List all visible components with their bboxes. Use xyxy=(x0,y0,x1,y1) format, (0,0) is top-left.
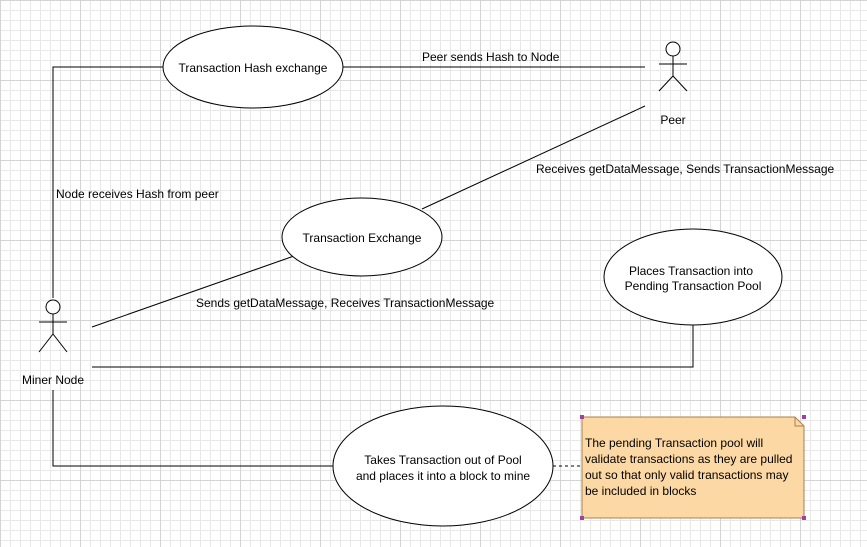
label-node-receives-hash: Node receives Hash from peer xyxy=(56,187,219,201)
selection-handles[interactable] xyxy=(580,415,806,520)
connector-miner-hash-exchange[interactable] xyxy=(52,66,164,298)
handle-top-left[interactable] xyxy=(580,415,584,419)
usecase-hash-exchange-label: Transaction Hash exchange xyxy=(179,61,328,75)
usecase-pending-pool-line2: Pending Transaction Pool xyxy=(625,279,762,293)
peer-head xyxy=(665,41,681,57)
handle-bottom-right[interactable] xyxy=(802,516,806,520)
note-fold xyxy=(794,417,804,427)
miner-label: Miner Node xyxy=(22,373,84,387)
usecase-tx-exchange-label: Transaction Exchange xyxy=(303,231,422,245)
peer-label: Peer xyxy=(660,113,685,127)
peer-actor[interactable] xyxy=(658,41,688,92)
note-text: The pending Transaction pool will valida… xyxy=(585,436,793,498)
usecase-take-from-pool[interactable] xyxy=(332,405,554,527)
usecase-pending-pool[interactable] xyxy=(603,228,783,326)
usecase-take-from-pool-line1: Takes Transaction out of Pool xyxy=(364,453,521,467)
connector-peer-tx-exchange[interactable] xyxy=(421,105,646,210)
usecase-take-from-pool-line2: and places it into a block to mine xyxy=(356,469,530,483)
label-peer-sends-hash: Peer sends Hash to Node xyxy=(422,50,560,64)
usecase-hash-exchange[interactable] xyxy=(162,25,344,109)
miner-head xyxy=(45,299,61,315)
miner-actor[interactable] xyxy=(38,299,68,353)
usecase-pending-pool-line1: Places Transaction into xyxy=(629,264,753,278)
connector-miner-take[interactable] xyxy=(52,390,333,467)
label-receives-getdata: Receives getDataMessage, Sends Transacti… xyxy=(536,162,834,176)
label-sends-getdata: Sends getDataMessage, Receives Transacti… xyxy=(196,296,494,310)
usecase-tx-exchange[interactable] xyxy=(281,197,443,277)
handle-top-right[interactable] xyxy=(802,415,806,419)
connector-tx-exchange-miner[interactable] xyxy=(91,255,295,328)
handle-bottom-left[interactable] xyxy=(580,516,584,520)
connector-miner-pool[interactable] xyxy=(92,325,694,368)
note-shape[interactable] xyxy=(581,416,805,519)
